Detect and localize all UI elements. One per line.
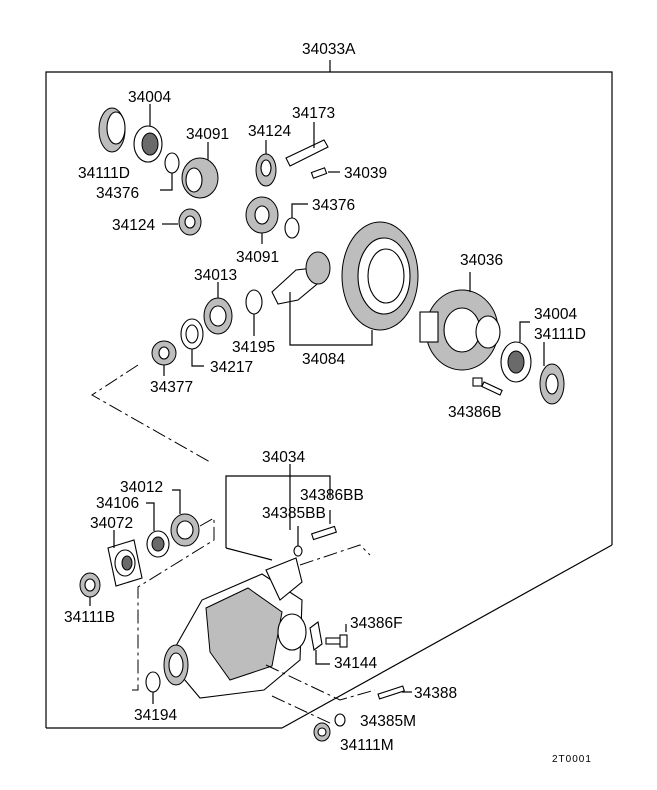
label-34377: 34377 (150, 379, 193, 396)
lock-plate-drawing (309, 621, 323, 651)
diagram-code: 2T0001 (552, 754, 592, 765)
label-34194: 34194 (134, 707, 177, 724)
bolt-cap-drawing (310, 525, 338, 541)
companion-flange-drawing (107, 539, 143, 587)
washer-mid-drawing (284, 217, 300, 239)
label-34385BB: 34385BB (262, 505, 326, 522)
bearing-cone-drawing (203, 297, 233, 335)
label-34388: 34388 (414, 685, 457, 702)
washer-stud-drawing (334, 713, 346, 727)
label-34173: 34173 (292, 105, 335, 122)
carrier-drawing (163, 557, 307, 699)
bolt-case-drawing (472, 377, 503, 396)
label-34111D-rear: 34111D (534, 326, 586, 343)
label-34111B: 34111B (64, 609, 115, 626)
leader-carrier-right (299, 544, 371, 566)
diff-case-drawing (419, 289, 501, 371)
label-34004-rear: 34004 (534, 306, 577, 323)
seal-drawing (146, 530, 170, 558)
carrier-bracket (225, 475, 331, 548)
label-34111D: 34111D (78, 165, 130, 182)
o-ring-drawing (145, 671, 161, 693)
shaft-drawing (285, 139, 329, 167)
label-34385M: 34385M (360, 713, 416, 730)
pinion-top-drawing (255, 153, 277, 187)
label-34386BB: 34386BB (300, 487, 364, 504)
bearing-outer-drawing (170, 513, 200, 547)
flange-front-drawing (98, 107, 163, 163)
washer-cap-drawing (293, 545, 303, 557)
flange-rear-drawing (500, 341, 565, 405)
label-34012: 34012 (120, 479, 163, 496)
label-34091-mid: 34091 (236, 249, 279, 266)
label-34386F: 34386F (350, 615, 403, 632)
nut-stud-drawing (313, 722, 331, 742)
shim-drawing (245, 289, 263, 315)
spacer-drawing (180, 318, 204, 350)
label-34124: 34124 (248, 123, 291, 140)
label-34084: 34084 (302, 351, 345, 368)
bolt-lock-drawing (325, 634, 348, 648)
label-34376: 34376 (96, 185, 139, 202)
leader-lower-left (132, 517, 215, 691)
assembly-frame (45, 60, 613, 729)
label-34217: 34217 (210, 359, 253, 376)
ring-gear-set-drawing (271, 221, 419, 331)
label-34195: 34195 (232, 339, 275, 356)
label-34039: 34039 (344, 165, 387, 182)
stud-drawing (377, 685, 405, 700)
label-34004: 34004 (128, 89, 171, 106)
flange-nut-drawing (79, 572, 101, 598)
pin-drawing (310, 167, 328, 179)
side-gear-mid-drawing (245, 196, 279, 234)
part-labels: 34033A 34004 34111D 34376 34091 34124 34… (64, 41, 592, 765)
label-34013: 34013 (194, 267, 237, 284)
washer-front-drawing (164, 152, 180, 174)
label-34124-left: 34124 (112, 217, 155, 234)
leader-nut (271, 695, 333, 725)
leader-stud (265, 664, 376, 701)
label-34036: 34036 (460, 252, 503, 269)
leader-upper-group (91, 364, 211, 463)
label-34091: 34091 (186, 126, 229, 143)
label-34034: 34034 (262, 449, 305, 466)
label-34033A: 34033A (302, 41, 356, 58)
label-34386B: 34386B (448, 404, 501, 421)
label-34072: 34072 (90, 515, 133, 532)
side-gear-top-drawing (181, 157, 219, 199)
pinion-left-drawing (178, 208, 202, 236)
label-34111M: 34111M (340, 737, 394, 754)
label-34376-mid: 34376 (312, 197, 355, 214)
label-34144: 34144 (334, 655, 377, 672)
bushing-drawing (151, 340, 177, 366)
label-34106: 34106 (96, 495, 139, 512)
